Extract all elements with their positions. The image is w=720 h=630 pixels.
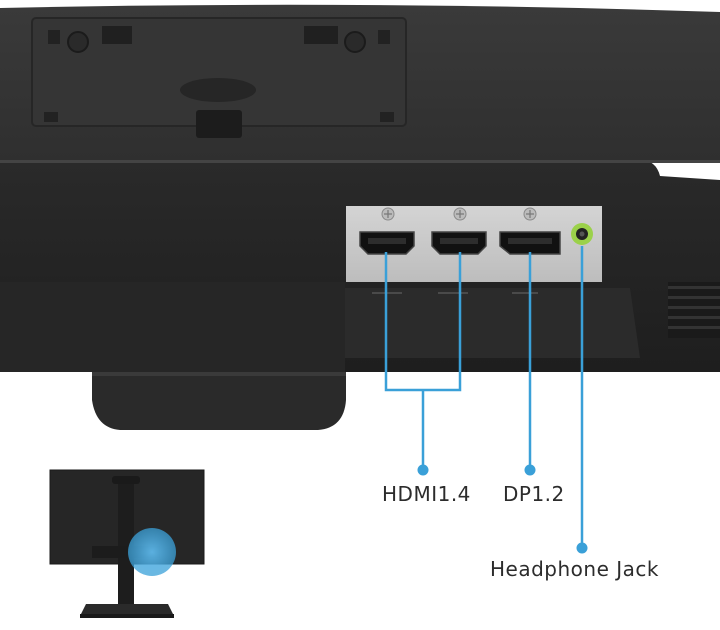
monitor-back-shell bbox=[0, 4, 720, 188]
dp-label: DP1.2 bbox=[503, 482, 565, 506]
displayport-port-icon bbox=[499, 231, 561, 255]
screw-hole bbox=[344, 31, 366, 53]
headphone-jack-label: Headphone Jack bbox=[490, 557, 659, 581]
callout-lines bbox=[384, 246, 584, 548]
stand-foot bbox=[92, 372, 346, 430]
monitor-thumbnail-icon bbox=[49, 469, 205, 618]
vent-grille bbox=[668, 282, 720, 338]
audio-jack-icon bbox=[571, 223, 593, 245]
hdmi-port-icon bbox=[359, 231, 415, 255]
stand-mount-circle bbox=[180, 78, 256, 102]
port-panel bbox=[346, 206, 602, 294]
hdmi-port-icon bbox=[431, 231, 487, 255]
highlight-circle bbox=[128, 528, 176, 576]
hdmi-label: HDMI1.4 bbox=[382, 482, 471, 506]
callout-dots bbox=[417, 464, 588, 554]
screw-hole bbox=[67, 31, 89, 53]
monitor-lower-shell bbox=[0, 160, 720, 430]
